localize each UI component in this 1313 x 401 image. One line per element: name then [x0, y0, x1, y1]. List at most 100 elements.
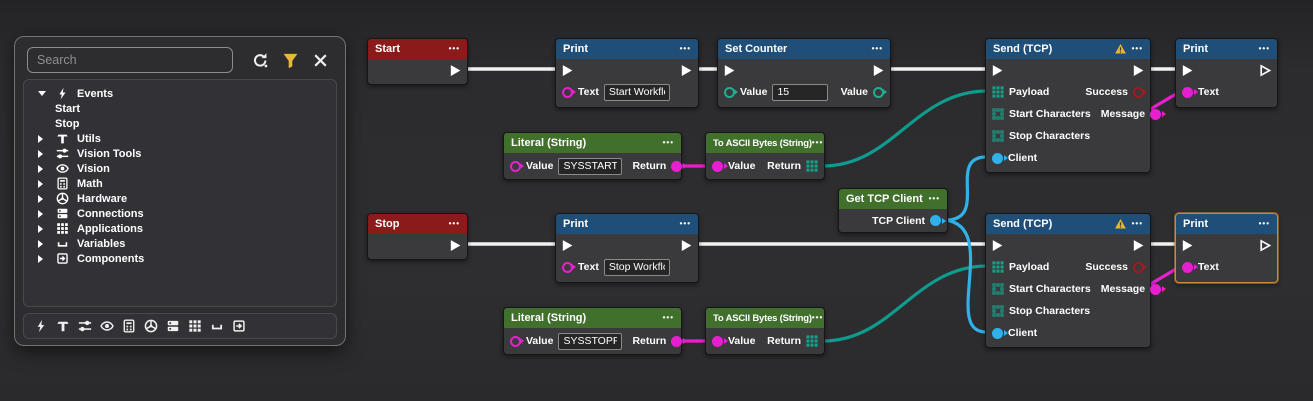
node-send-tcp-2[interactable]: Send (TCP) ••• Payload Success Start Cha… [985, 213, 1167, 348]
expander-icon[interactable] [38, 240, 48, 248]
port-start-characters-input[interactable] [992, 108, 1004, 120]
aperture-icon[interactable] [144, 319, 158, 333]
edge-bytes-ascii-payload-2[interactable] [822, 264, 988, 343]
port-value-input[interactable] [712, 335, 728, 347]
node-menu-button[interactable]: ••• [662, 138, 674, 147]
node-header[interactable]: Get TCP Client ••• [839, 189, 947, 209]
port-value-input[interactable] [510, 335, 524, 347]
port-value-output[interactable] [873, 86, 887, 98]
exec-in-pin[interactable] [1180, 238, 1195, 253]
node-menu-button[interactable]: ••• [679, 219, 691, 228]
node-to-ascii-bytes-1[interactable]: To ASCII Bytes (String) ••• Value Return [705, 132, 825, 180]
tree-item-applications[interactable]: Applications [24, 221, 336, 236]
filter-icon[interactable] [275, 47, 305, 73]
exec-out-pin[interactable] [871, 63, 886, 78]
tree-item-connections[interactable]: Connections [24, 206, 336, 221]
port-message-output[interactable] [1150, 108, 1167, 120]
node-menu-button[interactable]: ••• [1258, 44, 1270, 53]
text-value-input[interactable] [603, 83, 670, 101]
edge-client-bottom[interactable] [944, 218, 987, 334]
refresh-icon[interactable] [245, 47, 275, 73]
node-header[interactable]: Literal (String) ••• [504, 308, 681, 328]
tree-item-vision[interactable]: Vision [24, 161, 336, 176]
expander-icon[interactable] [38, 165, 48, 173]
tree-item-start[interactable]: Start [24, 101, 336, 116]
port-payload-input[interactable] [992, 261, 1004, 273]
node-menu-button[interactable]: ••• [871, 44, 883, 53]
port-text-input[interactable] [562, 261, 576, 273]
tree-item-utils[interactable]: Utils [24, 131, 336, 146]
exec-in-pin[interactable] [560, 63, 575, 78]
port-text-input[interactable] [562, 86, 576, 98]
exec-out-pin[interactable] [679, 63, 694, 78]
port-stop-characters-input[interactable] [992, 130, 1004, 142]
port-start-characters-input[interactable] [992, 283, 1004, 295]
sliders-icon[interactable] [78, 319, 92, 333]
tree-item-vision-tools[interactable]: Vision Tools [24, 146, 336, 161]
edge-client-top[interactable] [944, 155, 987, 222]
exec-out-pin[interactable] [1131, 63, 1146, 78]
port-client-input[interactable] [992, 327, 1008, 339]
exec-in-pin[interactable] [1180, 63, 1195, 78]
node-print-2[interactable]: Print ••• Text [555, 213, 699, 283]
exec-out-pin[interactable] [1258, 63, 1273, 78]
exec-out-pin[interactable] [448, 238, 463, 253]
variable-icon[interactable] [210, 319, 224, 333]
node-header[interactable]: Print ••• [556, 39, 698, 59]
tree-item-hardware[interactable]: Hardware [24, 191, 336, 206]
tree-item-math[interactable]: Math [24, 176, 336, 191]
node-menu-button[interactable]: ••• [928, 194, 940, 203]
hammer-icon[interactable] [56, 319, 70, 333]
node-set-counter[interactable]: Set Counter ••• Value Value [717, 38, 891, 108]
expander-icon[interactable] [38, 180, 48, 188]
node-header[interactable]: Send (TCP) ••• [986, 39, 1150, 59]
port-success-output[interactable] [1133, 86, 1147, 98]
expander-icon[interactable] [38, 225, 48, 233]
port-return-output[interactable] [806, 335, 818, 347]
node-start[interactable]: Start ••• [367, 38, 468, 85]
text-value-input[interactable] [603, 258, 670, 276]
node-to-ascii-bytes-2[interactable]: To ASCII Bytes (String) ••• Value Return [705, 307, 825, 355]
node-header[interactable]: To ASCII Bytes (String) ••• [706, 308, 824, 328]
node-stop[interactable]: Stop ••• [367, 213, 468, 260]
expander-icon[interactable] [38, 195, 48, 203]
node-header[interactable]: Print ••• [1176, 214, 1277, 234]
node-header[interactable]: Print ••• [556, 214, 698, 234]
node-print-4[interactable]: Print ••• Text [1175, 213, 1278, 283]
node-print-1[interactable]: Print ••• Text [555, 38, 699, 108]
node-header[interactable]: Print ••• [1176, 39, 1277, 59]
exec-out-pin[interactable] [1131, 238, 1146, 253]
port-client-input[interactable] [992, 152, 1008, 164]
node-menu-button[interactable]: ••• [448, 219, 460, 228]
close-icon[interactable] [305, 47, 335, 73]
counter-value-input[interactable] [772, 83, 829, 101]
calculator-icon[interactable] [122, 319, 136, 333]
port-value-input[interactable] [510, 160, 524, 172]
node-send-tcp-1[interactable]: Send (TCP) ••• Payload Success Start Cha… [985, 38, 1167, 173]
port-value-input[interactable] [724, 86, 738, 98]
node-literal-string-2[interactable]: Literal (String) ••• Value Return [503, 307, 688, 355]
exec-in-pin[interactable] [990, 238, 1005, 253]
node-header[interactable]: Literal (String) ••• [504, 133, 681, 153]
node-header[interactable]: To ASCII Bytes (String) ••• [706, 133, 824, 153]
exec-in-pin[interactable] [560, 238, 575, 253]
exec-out-pin[interactable] [679, 238, 694, 253]
expander-icon[interactable] [38, 91, 48, 96]
node-literal-string-1[interactable]: Literal (String) ••• Value Return [503, 132, 688, 180]
tree-item-components[interactable]: Components [24, 251, 336, 266]
node-menu-button[interactable]: ••• [662, 313, 674, 322]
port-value-input[interactable] [712, 160, 728, 172]
port-text-input[interactable] [1182, 86, 1198, 98]
node-get-tcp-client[interactable]: Get TCP Client ••• TCP Client [838, 188, 948, 233]
grid-icon[interactable] [188, 319, 202, 333]
port-return-output[interactable] [806, 160, 818, 172]
node-header[interactable]: Start ••• [368, 39, 467, 59]
expander-icon[interactable] [38, 135, 48, 143]
node-menu-button[interactable]: ••• [1258, 219, 1270, 228]
port-return-output[interactable] [671, 160, 688, 172]
expander-icon[interactable] [38, 210, 48, 218]
node-header[interactable]: Send (TCP) ••• [986, 214, 1150, 234]
node-header[interactable]: Stop ••• [368, 214, 467, 234]
eye-icon[interactable] [100, 319, 114, 333]
